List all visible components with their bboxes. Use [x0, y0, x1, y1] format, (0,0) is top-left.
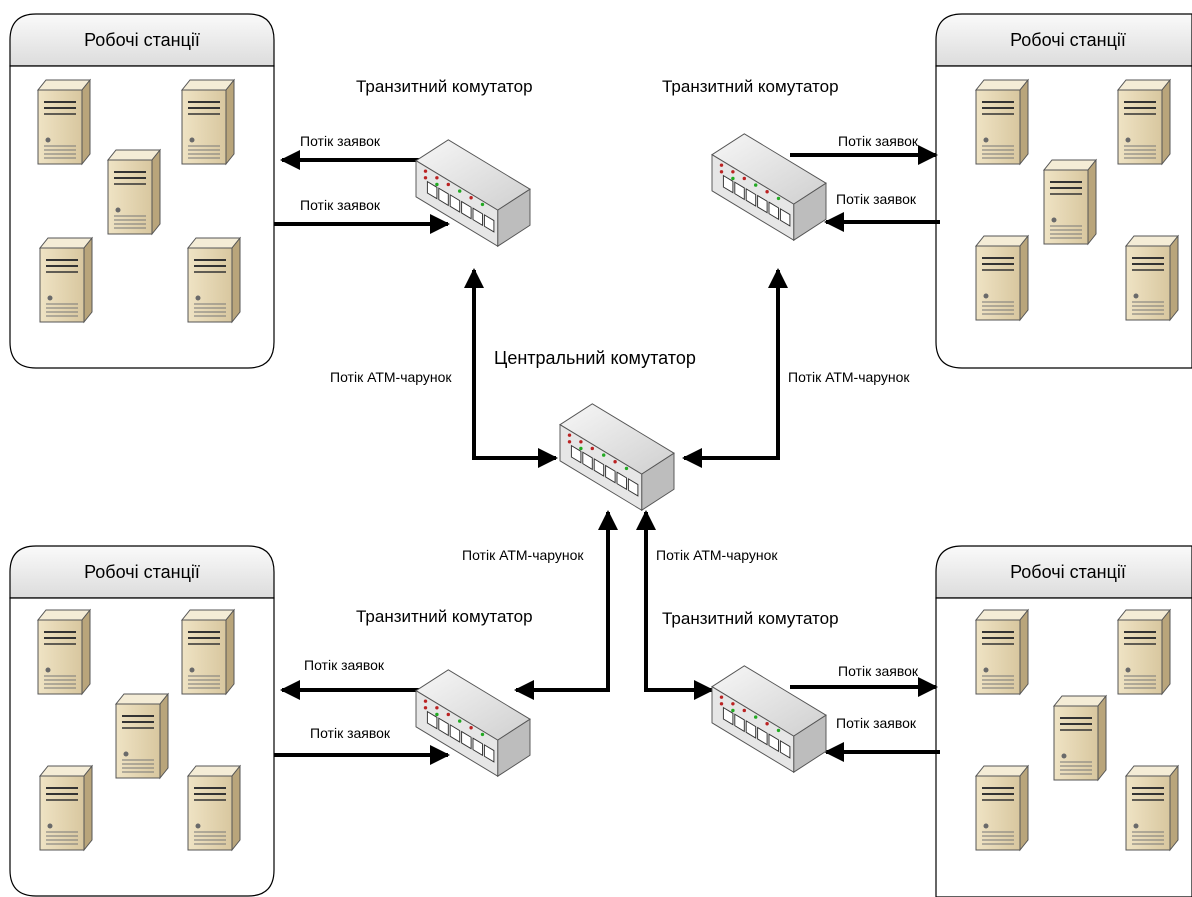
workstation-group-title: Робочі станції [84, 562, 200, 582]
server-icon [187, 765, 241, 851]
transit-switch-icon-top-left [415, 139, 531, 247]
server-icon [39, 237, 93, 323]
central-switch-icon [559, 403, 675, 511]
server-icon [1125, 235, 1179, 321]
server-icon [37, 79, 91, 165]
server-icon [187, 237, 241, 323]
server-icon [1117, 79, 1171, 165]
request-flow-label: Потік заявок [838, 133, 919, 149]
transit-switch-icon-bottom-right [711, 665, 827, 773]
server-icon [1053, 695, 1107, 781]
transit-switch-icon-top-right [711, 133, 827, 241]
transit-switch-label: Транзитний комутатор [356, 77, 533, 96]
workstation-group-top-right: Робочі станції [935, 13, 1192, 369]
arrow-atm-top-left [464, 268, 558, 468]
atm-flow-label: Потік АТМ-чарунок [656, 547, 778, 563]
transit-switch-icon-bottom-left [415, 669, 531, 777]
request-flow-label: Потік заявок [310, 725, 391, 741]
request-flow-label: Потік заявок [838, 663, 919, 679]
server-icon [181, 79, 235, 165]
server-icon [975, 609, 1029, 695]
transit-switch-label: Транзитний комутатор [356, 607, 533, 626]
workstation-group-bottom-left: Робочі станції [9, 545, 275, 897]
server-icon [1117, 609, 1171, 695]
request-flow-label: Потік заявок [836, 715, 917, 731]
request-flow-label: Потік заявок [836, 191, 917, 207]
workstation-group-title: Робочі станції [1010, 30, 1126, 50]
arrow-atm-top-right [682, 268, 788, 468]
transit-switch-label: Транзитний комутатор [662, 609, 839, 628]
server-icon [975, 79, 1029, 165]
atm-flow-label: Потік АТМ-чарунок [330, 369, 452, 385]
atm-flow-label: Потік АТМ-чарунок [788, 369, 910, 385]
request-flow-label: Потік заявок [304, 657, 385, 673]
transit-switch-label: Транзитний комутатор [662, 77, 839, 96]
arrow-atm-bottom-left [514, 510, 618, 700]
server-icon [1125, 765, 1179, 851]
server-icon [1043, 159, 1097, 245]
central-switch-label: Центральний комутатор [494, 348, 696, 368]
workstation-group-title: Робочі станції [84, 30, 200, 50]
workstation-group-bottom-right: Робочі станції [935, 545, 1192, 897]
server-icon [181, 609, 235, 695]
server-icon [975, 765, 1029, 851]
atm-flow-label: Потік АТМ-чарунок [462, 547, 584, 563]
server-icon [107, 149, 161, 235]
workstation-group-title: Робочі станції [1010, 562, 1126, 582]
request-flow-label: Потік заявок [300, 133, 381, 149]
server-icon [37, 609, 91, 695]
request-flow-label: Потік заявок [300, 197, 381, 213]
workstation-group-top-left: Робочі станції [9, 13, 275, 369]
server-icon [975, 235, 1029, 321]
arrow-atm-bottom-right [636, 510, 714, 700]
server-icon [115, 693, 169, 779]
connections [274, 145, 940, 765]
server-icon [39, 765, 93, 851]
